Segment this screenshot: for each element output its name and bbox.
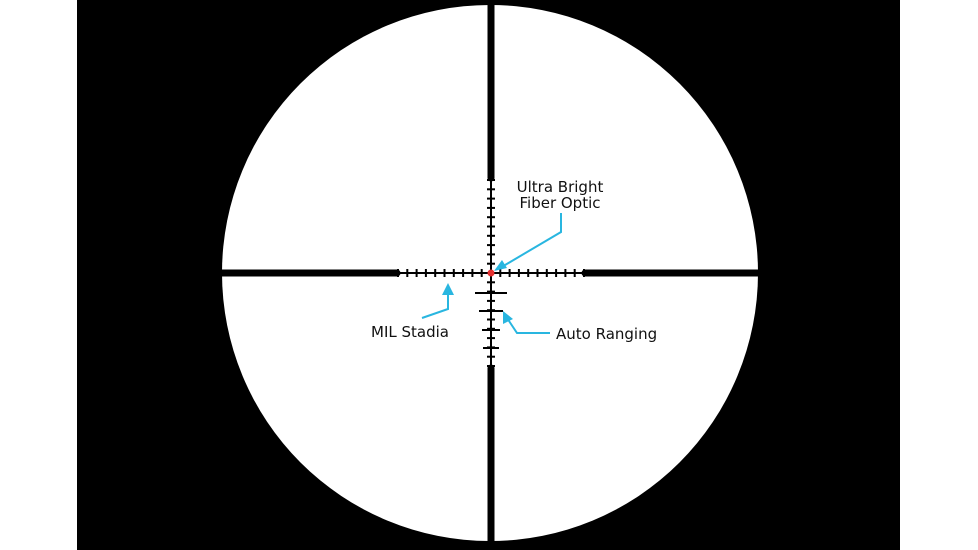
crosshair [196, 0, 784, 550]
arrowhead-icon [503, 311, 513, 324]
arrowheads [442, 260, 513, 324]
fiber-optic-dot [487, 269, 495, 277]
auto-ranging-arrow [506, 317, 550, 334]
label-auto-ranging: Auto Ranging [556, 325, 657, 343]
arrowhead-icon [494, 260, 507, 271]
callout-arrows [421, 213, 562, 334]
label-mil-stadia: MIL Stadia [371, 323, 449, 341]
fiber-optic-arrow [499, 213, 562, 269]
label-ultra-bright: Ultra Bright [517, 178, 604, 196]
mil-stadia-ticks [397, 179, 585, 367]
arrowhead-icon [442, 283, 454, 295]
label-fiber-optic: Fiber Optic [519, 194, 600, 212]
mil-stadia-arrow [421, 292, 449, 319]
